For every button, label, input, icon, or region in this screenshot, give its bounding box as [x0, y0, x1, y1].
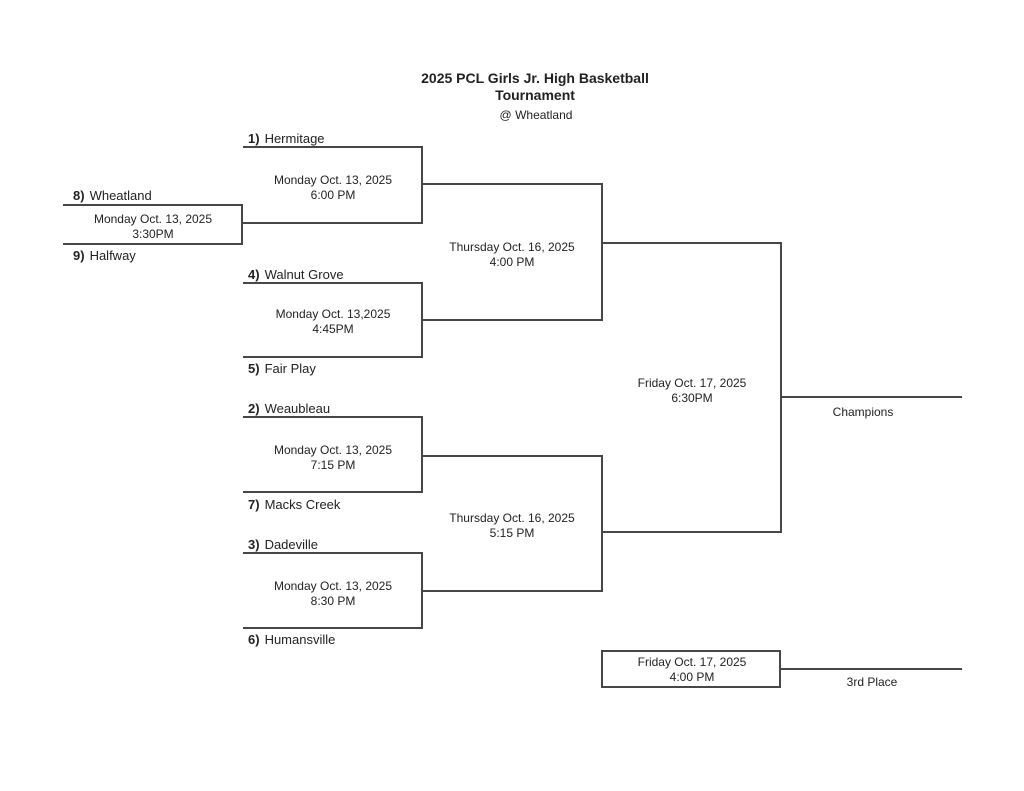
bracket-line-qf1-winner: [421, 183, 602, 185]
team-name: Weaubleau: [264, 401, 331, 416]
bracket-line-playin-right: [241, 204, 243, 245]
team-seed: 5): [248, 361, 260, 376]
bracket-line-semifinal2-winner: [601, 531, 782, 533]
bracket-line-qf3-right: [421, 416, 423, 493]
game-time: 6:00 PM: [310, 188, 356, 202]
third-place-label: 3rd Place: [846, 675, 898, 689]
team-seed: 2): [248, 401, 260, 416]
game-date: Thursday Oct. 16, 2025: [449, 511, 575, 525]
tournament-location: @ Wheatland: [499, 108, 573, 122]
game-date: Monday Oct. 13, 2025: [273, 579, 393, 593]
game-schedule-qf4: Monday Oct. 13, 2025 8:30 PM: [274, 579, 392, 609]
team-name: Humansville: [264, 632, 336, 647]
game-time: 3:30PM: [132, 227, 174, 241]
bracket-line-semifinal1-joiner: [601, 183, 603, 321]
bracket-line-third-left: [601, 650, 603, 688]
team-name: Hermitage: [264, 131, 325, 146]
game-date: Monday Oct. 13, 2025: [273, 443, 393, 457]
game-time: 4:00 PM: [669, 670, 715, 684]
team-name: Dadeville: [264, 537, 319, 552]
team-seed: 1): [248, 131, 260, 146]
game-date: Monday Oct. 13, 2025: [273, 173, 393, 187]
bracket-line-qf2-bottom: [243, 356, 423, 358]
bracket-line-qf2-winner: [421, 319, 602, 321]
team-name: Walnut Grove: [264, 267, 344, 282]
bracket-line-qf1-bottom: [243, 222, 423, 224]
bracket-line-championship-joiner: [780, 242, 782, 533]
team-name: Halfway: [89, 248, 136, 263]
bracket-line-playin-top: [63, 204, 243, 206]
team-label-weaubleau: 2) Weaubleau: [248, 402, 330, 416]
game-time: 5:15 PM: [489, 526, 535, 540]
game-time: 4:00 PM: [489, 255, 535, 269]
team-seed: 6): [248, 632, 260, 647]
bracket-line-playin-bottom: [63, 243, 243, 245]
team-seed: 9): [73, 248, 85, 263]
bracket-line-qf4-top: [243, 552, 423, 554]
tournament-title: 2025 PCL Girls Jr. High Basketball Tourn…: [421, 70, 649, 104]
game-time: 6:30PM: [671, 391, 713, 405]
champions-label: Champions: [832, 405, 894, 419]
team-seed: 7): [248, 497, 260, 512]
bracket-line-qf3-winner: [421, 455, 602, 457]
game-schedule-semifinal2: Thursday Oct. 16, 2025 5:15 PM: [449, 511, 574, 541]
tournament-title-line1: 2025 PCL Girls Jr. High Basketball: [421, 70, 649, 86]
team-label-hermitage: 1) Hermitage: [248, 132, 325, 146]
team-seed: 3): [248, 537, 260, 552]
game-time: 4:45PM: [312, 322, 354, 336]
team-seed: 8): [73, 188, 85, 203]
game-time: 8:30 PM: [310, 594, 356, 608]
bracket-line-third-bottom: [601, 686, 781, 688]
team-label-fair-play: 5) Fair Play: [248, 362, 316, 376]
bracket-line-qf3-top: [243, 416, 423, 418]
bracket-line-third-top: [601, 650, 781, 652]
bracket-line-semifinal1-winner: [601, 242, 782, 244]
game-date: Monday Oct. 13,2025: [275, 307, 391, 321]
bracket-line-champions: [780, 396, 962, 398]
game-schedule-qf1: Monday Oct. 13, 2025 6:00 PM: [274, 173, 392, 203]
game-schedule-third-place: Friday Oct. 17, 2025 4:00 PM: [638, 655, 747, 685]
game-date: Monday Oct. 13, 2025: [93, 212, 213, 226]
team-name: Macks Creek: [264, 497, 341, 512]
game-date: Friday Oct. 17, 2025: [637, 376, 747, 390]
game-schedule-qf3: Monday Oct. 13, 2025 7:15 PM: [274, 443, 392, 473]
game-schedule-playin: Monday Oct. 13, 2025 3:30PM: [94, 212, 212, 242]
team-name: Fair Play: [264, 361, 316, 376]
game-time: 7:15 PM: [310, 458, 356, 472]
game-date: Thursday Oct. 16, 2025: [449, 240, 575, 254]
game-schedule-championship: Friday Oct. 17, 2025 6:30PM: [638, 376, 747, 406]
team-label-walnut-grove: 4) Walnut Grove: [248, 268, 344, 282]
game-schedule-qf2: Monday Oct. 13,2025 4:45PM: [276, 307, 391, 337]
team-label-humansville: 6) Humansville: [248, 633, 335, 647]
bracket-line-qf4-winner: [421, 590, 602, 592]
team-label-dadeville: 3) Dadeville: [248, 538, 318, 552]
tournament-title-line2: Tournament: [495, 87, 575, 103]
team-seed: 4): [248, 267, 260, 282]
bracket-line-qf2-top: [243, 282, 423, 284]
bracket-line-qf4-bottom: [243, 627, 423, 629]
team-label-halfway: 9) Halfway: [73, 249, 136, 263]
bracket-line-qf1-right: [421, 146, 423, 224]
bracket-line-qf1-top: [243, 146, 423, 148]
team-label-wheatland: 8) Wheatland: [73, 189, 152, 203]
team-name: Wheatland: [89, 188, 152, 203]
bracket-line-third-winner: [779, 668, 962, 670]
bracket-line-qf3-bottom: [243, 491, 423, 493]
game-date: Friday Oct. 17, 2025: [637, 655, 747, 669]
bracket-line-semifinal2-joiner: [601, 455, 603, 592]
team-label-macks-creek: 7) Macks Creek: [248, 498, 340, 512]
game-schedule-semifinal1: Thursday Oct. 16, 2025 4:00 PM: [449, 240, 574, 270]
